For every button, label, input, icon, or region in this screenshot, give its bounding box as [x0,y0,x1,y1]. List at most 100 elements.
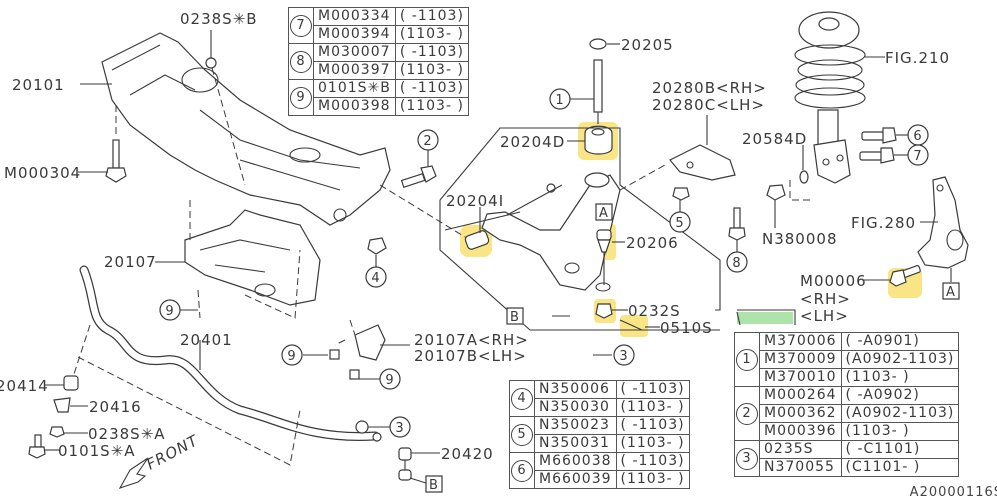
green-marker-outline [736,309,796,326]
date-range: ( -A0902) [840,386,960,405]
table-ref-8: 8 [288,43,314,80]
support-plate-drawing [184,200,321,319]
date-range: ( -1103) [615,452,690,471]
part-number: M030007 [313,43,396,62]
green-marker [737,312,793,324]
table-ref-9: 9 [288,79,314,116]
strut-assembly-drawing [766,11,897,201]
stabilizer-bar-drawing [71,265,380,466]
date-range: (A0902-1103) [840,350,960,369]
date-range: ( -A0901) [840,332,960,351]
stabilizer-bushing-drawing [28,375,79,459]
part-number: M000394 [313,25,396,44]
label-20204d: 20204D [500,133,565,151]
date-range: (1103- ) [615,434,690,453]
svg-text:9: 9 [165,304,174,319]
label-20280c-lh: 20280C<LH> [652,96,765,114]
table-ref-1: 1 [734,332,760,387]
label-0101s-a: 0101S✳A [58,442,136,460]
label-m000304: M000304 [4,164,81,182]
svg-text:2: 2 [423,134,432,149]
svg-text:A: A [599,206,609,221]
svg-text:B: B [429,478,439,493]
svg-text:1: 1 [555,93,564,108]
bolt-2-drawing [367,165,437,255]
label-fig210: FIG.210 [885,49,950,67]
stud-20205-drawing [589,38,607,124]
label-20107: 20107 [104,253,157,271]
label-20107b-lh: 20107B<LH> [414,347,527,365]
bolt-m000304-drawing [105,139,127,183]
table-ref-5: 5 [509,416,535,453]
part-number: N350023 [534,416,617,435]
part-number: M660038 [534,452,617,471]
bracket-20280-drawing [619,144,746,241]
svg-text:7: 7 [913,149,922,164]
label-lh: <LH> [800,307,849,325]
date-range: (1103- ) [394,61,469,80]
part-number: 0101S✳B [313,79,396,98]
part-number: M370010 [759,368,842,387]
part-number: M000334 [313,7,396,26]
box-marker-a-arm: A [595,203,613,221]
svg-text:A: A [946,285,956,300]
ref-marker-7: 7 [907,144,929,166]
date-range: (A0902-1103) [840,404,960,423]
part-number: M370006 [759,332,842,351]
box-marker-a-knuckle: A [942,282,960,300]
box-marker-b-arm: B [506,307,524,325]
ref-marker-5: 5 [669,211,691,233]
date-range: (1103- ) [840,368,960,387]
label-20416: 20416 [89,398,142,416]
ref-marker-4: 4 [365,266,387,288]
label-0232s: 0232S [628,302,681,320]
part-number: M000264 [759,386,842,405]
ref-marker-9-c: 9 [379,368,401,390]
label-n380008: N380008 [762,230,837,248]
label-20206: 20206 [626,234,679,252]
ref-marker-9-b: 9 [281,344,303,366]
svg-text:3: 3 [619,349,628,364]
date-range: ( -1103) [394,79,469,98]
svg-text:6: 6 [913,129,922,144]
part-number: M660039 [534,470,617,489]
label-20420: 20420 [441,445,494,463]
date-range: (1103- ) [840,422,960,441]
svg-text:9: 9 [287,349,296,364]
table-ref-2: 2 [734,386,760,441]
table-ref-6: 6 [509,452,535,489]
part-number: M000398 [313,97,396,116]
label-m00006: M00006 [800,272,867,290]
crossmember-drawing [101,32,471,241]
diagram-id: A20000116S [909,485,997,500]
box-marker-b-link: B [425,475,443,493]
ref-marker-8: 8 [726,251,748,273]
part-number: M370009 [759,350,842,369]
ref-marker-2: 2 [417,129,439,151]
label-20401: 20401 [180,331,233,349]
label-20204i: 20204I [446,192,504,210]
ref-marker-9-a: 9 [159,299,181,321]
date-range: (1103- ) [615,398,690,417]
label-20107a-rh: 20107A<RH> [414,331,529,349]
svg-text:8: 8 [732,256,741,271]
svg-text:5: 5 [675,216,684,231]
leader-lines [45,30,938,484]
bushing-20204i-drawing [464,230,490,250]
front-arrow-icon [118,457,149,489]
label-20280b-rh: 20280B<RH> [652,79,767,97]
date-range: (C1101- ) [840,458,960,477]
lower-arm-drawing [444,172,621,292]
knuckle-drawing [889,176,969,287]
bracket-20107ab-drawing [329,319,386,380]
ref-marker-1: 1 [549,88,571,110]
label-0238s-a: 0238S✳A [88,425,166,443]
label-0238s-b: 0238S✳B [180,10,258,28]
part-number: 0235S [759,440,842,459]
label-rh: <RH> [800,290,851,308]
date-range: (1103- ) [394,25,469,44]
table-ref-7: 7 [288,7,314,44]
